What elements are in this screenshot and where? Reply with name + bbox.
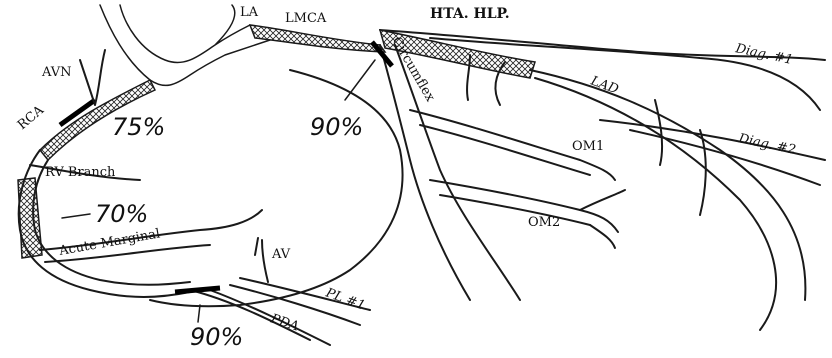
om-side-branch <box>580 190 625 248</box>
label-rv-branch: RV Branch <box>45 165 116 180</box>
label-avn: AVN <box>41 65 72 80</box>
label-la: LA <box>240 5 259 20</box>
label-pl1: PL #1 <box>323 285 367 313</box>
annotation-pda-pointer <box>198 305 200 322</box>
annotation-circumflex-pointer <box>345 60 375 100</box>
avn-vessel <box>80 50 105 105</box>
annotation-rca-mid: 70% <box>95 200 148 228</box>
lad-main-vessel <box>530 70 805 330</box>
annotation-rca-proximal: 75% <box>112 113 165 141</box>
header-title: HTA. HLP. <box>430 6 510 22</box>
lmca-vessel <box>250 25 385 52</box>
label-pda: PDA <box>268 311 301 334</box>
annotation-pda-origin: 90% <box>190 323 243 351</box>
label-rca: RCA <box>15 102 47 133</box>
label-diag2: Diag. #2 <box>736 131 797 158</box>
label-lad: LAD <box>588 73 621 97</box>
annotation-rca-mid-dash <box>62 214 90 218</box>
rca-mid-hatch <box>18 178 42 258</box>
label-lmca: LMCA <box>285 11 327 26</box>
label-om1: OM1 <box>572 139 604 154</box>
label-av: AV <box>271 247 291 262</box>
label-om2: OM2 <box>528 215 560 230</box>
annotation-circumflex-proximal: 90% <box>310 113 363 141</box>
label-acute-marginal: Acute Marginal <box>57 226 161 259</box>
heart-border <box>150 70 403 306</box>
av-vessel <box>255 238 268 282</box>
circumflex-vessel <box>380 45 520 300</box>
